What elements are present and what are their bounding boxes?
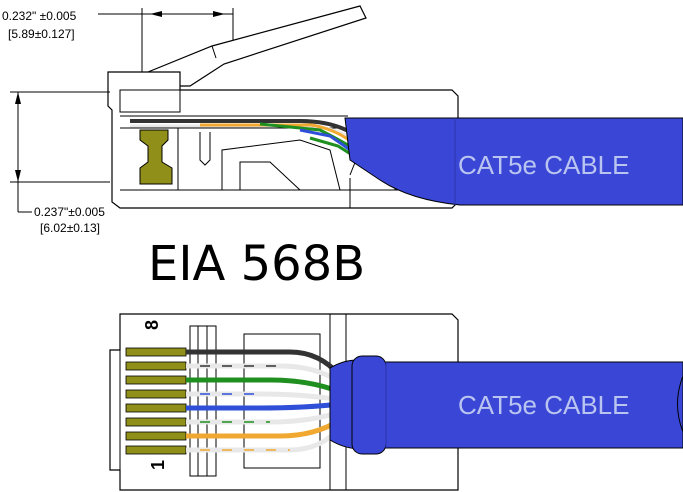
pin-label-1: 1 xyxy=(148,460,168,470)
cable-jacket xyxy=(344,117,683,206)
bottom-dim-imperial: 0.237"±0.005 xyxy=(34,205,105,219)
bottom-dim-metric: [6.02±0.13] xyxy=(40,221,100,235)
cable-label-bottom: CAT5e CABLE xyxy=(458,390,629,420)
contact-blade xyxy=(139,129,173,185)
cable-label-top: CAT5e CABLE xyxy=(458,150,629,180)
pin-label-8: 8 xyxy=(142,320,162,330)
standard-title: EIA 568B xyxy=(148,236,365,292)
cable-jacket-bottom xyxy=(329,359,683,450)
top-dim-imperial: 0.232" ±0.005 xyxy=(2,9,77,23)
top-view: 8 1 xyxy=(109,313,683,491)
top-dim-metric: [5.89±0.127] xyxy=(8,27,75,41)
side-view: 0.232" ±0.005 [5.89±0.127] xyxy=(2,5,683,235)
